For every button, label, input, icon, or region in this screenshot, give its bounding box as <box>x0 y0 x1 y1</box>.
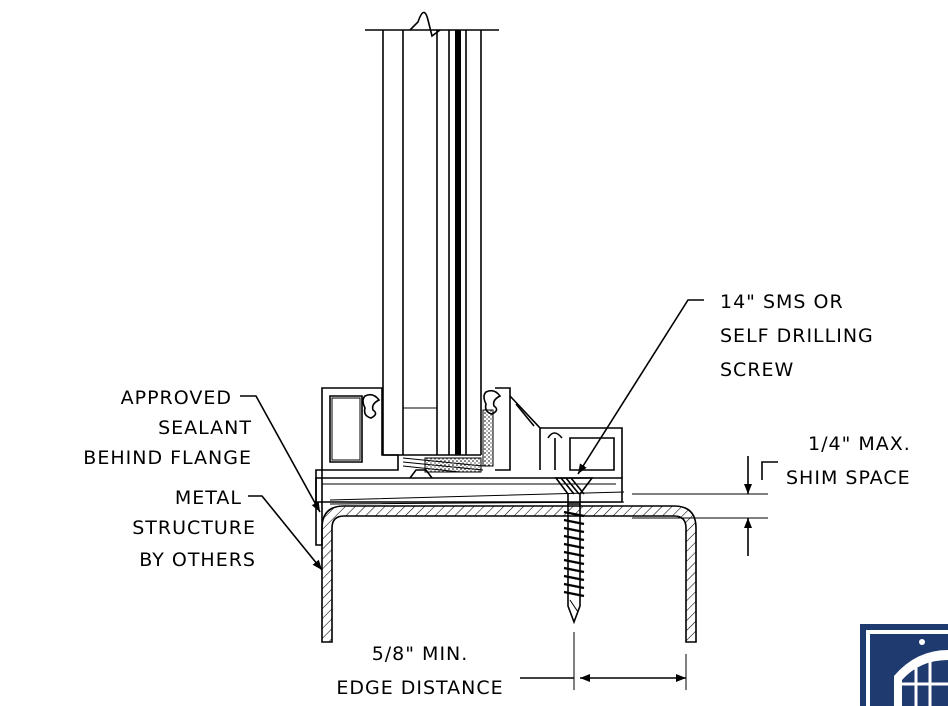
structure-line-2: STRUCTURE <box>132 517 256 539</box>
callout-shim: 1/4" MAX. SHIM SPACE <box>786 433 911 489</box>
leader-lines <box>240 299 778 571</box>
callout-sealant: APPROVED SEALANT BEHIND FLANGE <box>83 387 252 469</box>
structure-line-1: METAL <box>175 487 242 509</box>
glazing-unit <box>365 11 499 456</box>
sealant-line-1: APPROVED <box>121 387 232 409</box>
sill-frame-extrusion <box>315 387 625 546</box>
callout-structure: METAL STRUCTURE BY OTHERS <box>132 487 256 571</box>
shim-space-dimension <box>632 456 768 556</box>
window-arch-logo-icon <box>860 624 948 706</box>
sealant-line-2: SEALANT <box>158 417 252 439</box>
edge-line-1: 5/8" MIN. <box>372 643 469 665</box>
callout-edge: 5/8" MIN. EDGE DISTANCE <box>336 643 503 699</box>
metal-structure-channel <box>321 505 697 643</box>
self-drilling-screw <box>554 477 594 625</box>
screw-line-1: 14" SMS OR <box>720 291 844 313</box>
edge-distance-dimension <box>520 632 687 690</box>
structure-line-3: BY OTHERS <box>139 549 256 571</box>
screw-line-2: SELF DRILLING <box>720 325 874 347</box>
shim-line-1: 1/4" MAX. <box>808 433 911 455</box>
edge-line-2: EDGE DISTANCE <box>336 677 503 699</box>
screw-line-3: SCREW <box>720 359 794 381</box>
sealant-line-3: BEHIND FLANGE <box>83 447 252 469</box>
callout-screw: 14" SMS OR SELF DRILLING SCREW <box>720 291 874 381</box>
shim-line-2: SHIM SPACE <box>786 467 911 489</box>
